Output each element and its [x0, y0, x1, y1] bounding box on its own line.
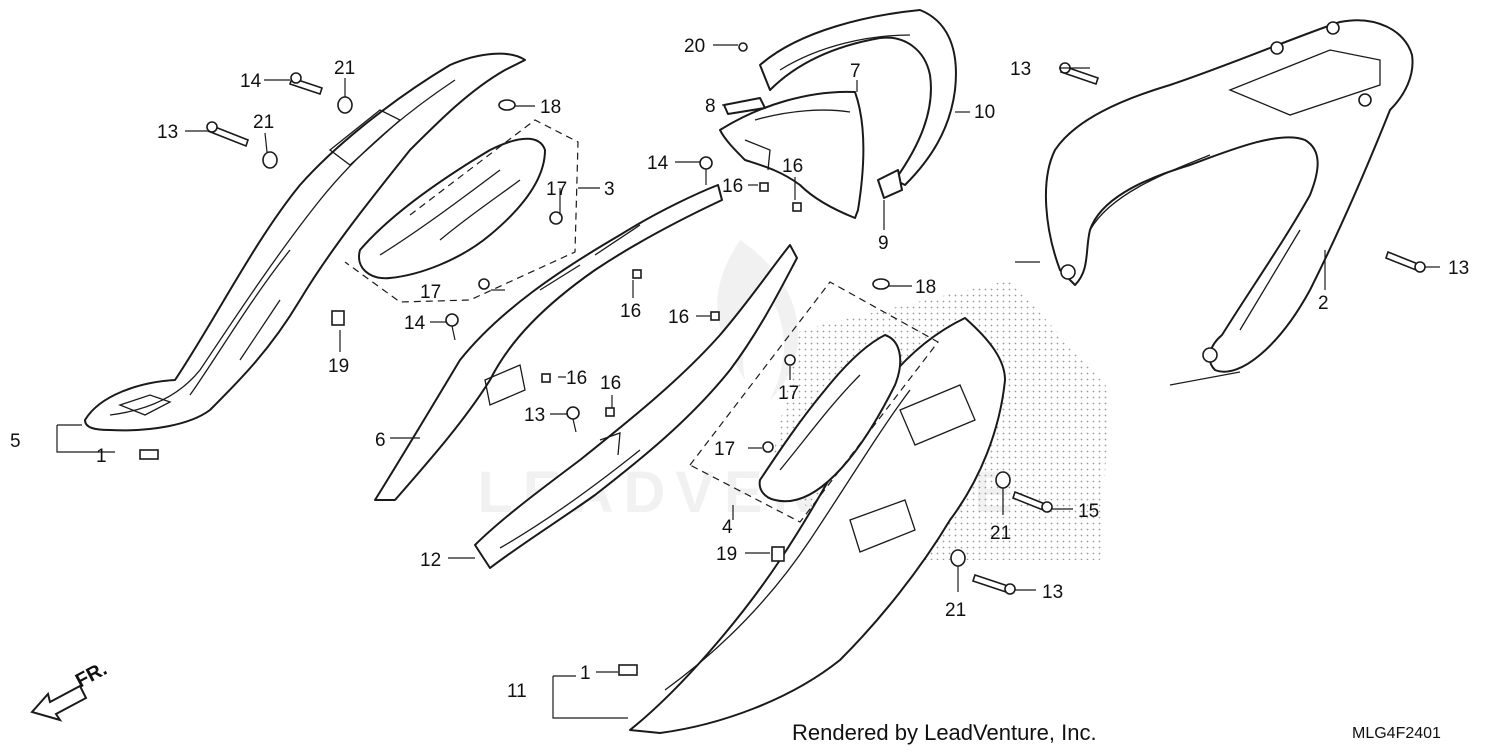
- callout-16: 16: [722, 176, 743, 197]
- callout-16: 16: [668, 307, 689, 328]
- callout-14: 14: [647, 153, 669, 174]
- callout-11: 11: [507, 681, 527, 702]
- callouts: 5 1 14 21 13 21 18 17 3 17 19 14 6 12 20…: [10, 36, 1469, 702]
- part-8-tab: [723, 97, 766, 115]
- callout-16: 16: [620, 301, 641, 322]
- part-3-inner-cover: [344, 119, 579, 303]
- callout-21: 21: [334, 58, 355, 79]
- part-6-lower-rail: [374, 184, 723, 501]
- part-9-clip: [877, 169, 903, 199]
- callout-13: 13: [1448, 258, 1469, 279]
- callout-21: 21: [990, 523, 1011, 544]
- callout-2: 2: [1318, 293, 1329, 314]
- hardware: [139, 42, 1426, 676]
- callout-15: 14: [240, 71, 262, 92]
- callout-13: 13: [1010, 59, 1031, 80]
- callout-17: 17: [714, 439, 735, 460]
- leader-lines: [56, 44, 1440, 719]
- part-7-tail-center-cover: [719, 90, 865, 219]
- callout-16: 16: [600, 373, 621, 394]
- callout-4: 4: [722, 517, 733, 538]
- callout-12: 12: [420, 550, 441, 571]
- callout-19: 19: [328, 356, 349, 377]
- callout-3: 3: [604, 179, 615, 200]
- callout-14: 14: [404, 313, 426, 334]
- callout-16: 16: [782, 156, 803, 177]
- callout-16: 16: [566, 368, 587, 389]
- callout-15: 15: [1078, 501, 1099, 522]
- callout-20: 20: [684, 36, 705, 57]
- callout-18: 18: [540, 97, 561, 118]
- callout-17: 17: [778, 383, 799, 404]
- callout-21: 21: [253, 112, 274, 133]
- callout-21: 21: [945, 600, 966, 621]
- callout-10: 10: [974, 102, 995, 123]
- front-indicator: FR.: [30, 658, 111, 722]
- credit-text: Rendered by LeadVenture, Inc.: [792, 720, 1097, 745]
- callout-14: 13: [524, 405, 545, 426]
- callout-1: 1: [96, 446, 107, 467]
- part-4-inner-panel: [689, 281, 939, 523]
- callout-5: 5: [10, 431, 21, 452]
- part-10-tail-cover: [759, 9, 957, 186]
- callout-18: 18: [915, 277, 936, 298]
- front-arrow-icon: [30, 684, 88, 722]
- callout-6: 6: [375, 430, 386, 451]
- callout-9: 9: [878, 233, 889, 254]
- callout-7: 7: [850, 61, 861, 82]
- callout-13: 13: [1042, 582, 1063, 603]
- callout-1: 1: [580, 663, 591, 684]
- part-5-left-side-cover: [84, 52, 526, 432]
- part-12-lower-rail: [474, 244, 798, 569]
- callout-19: 19: [716, 544, 737, 565]
- diagram-code: MLG4F2401: [1352, 725, 1441, 742]
- callout-17: 17: [420, 282, 441, 303]
- callout-8: 8: [705, 96, 716, 117]
- callout-13: 13: [157, 122, 178, 143]
- callout-17: 17: [546, 179, 567, 200]
- part-2-grab-rail: [1015, 19, 1414, 386]
